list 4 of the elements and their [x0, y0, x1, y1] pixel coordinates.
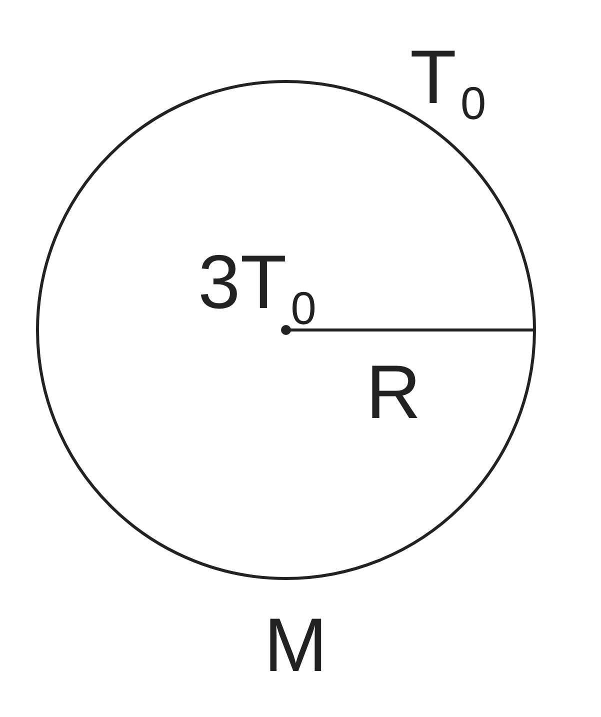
- temperature-label: T$_{0}$: [410, 40, 486, 126]
- mass-label: M: [264, 608, 328, 684]
- temperature-label: 3T$_{0}$: [198, 245, 316, 332]
- radius-label: R: [366, 355, 421, 431]
